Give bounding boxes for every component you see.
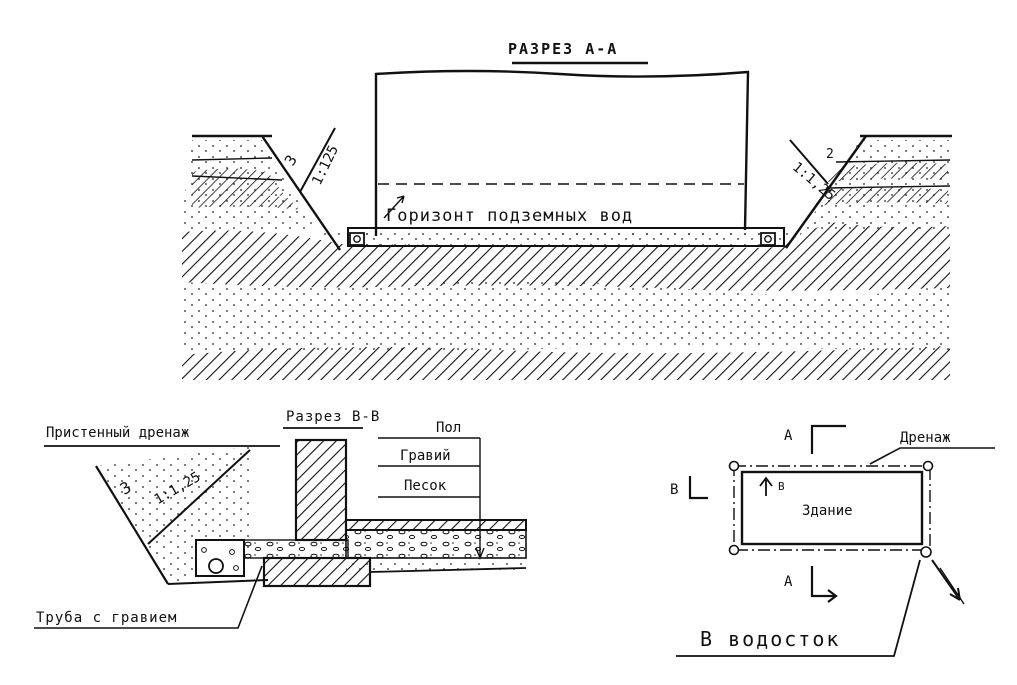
pipe-label: Труба с гравием (36, 610, 177, 626)
site-plan: Дренаж Здание А А В В В водосток (670, 424, 995, 657)
manhole-sw (728, 544, 740, 556)
groundwater-label: Горизонт подземных вод (386, 206, 633, 226)
foundation-bed (347, 227, 785, 247)
section-bb: Разрез В-В Пристенный дренаж 3 1:1,25 По… (34, 409, 527, 629)
ground-line-left-2 (191, 157, 273, 161)
ground-line-left-3 (191, 175, 283, 181)
section-a-top-label: А (784, 428, 793, 444)
manhole-ne (922, 460, 934, 472)
plan-building-label: Здание (802, 503, 853, 519)
section-bb-title: Разрез В-В (286, 409, 380, 425)
outlet-arrow (931, 559, 961, 601)
layer-floor-label: Пол (436, 420, 461, 436)
plan-building (740, 470, 924, 546)
clay-lens-left (192, 168, 285, 196)
layer-sand-label: Песок (404, 478, 447, 494)
wall-drain-slope-outer (95, 465, 169, 585)
clay-lens-right (828, 162, 948, 182)
floor-slab (345, 519, 527, 531)
floor-sand (346, 558, 526, 570)
drainage-ring (733, 465, 931, 551)
trench-slope-right (785, 135, 867, 249)
wall-drain-slope-inner (147, 449, 251, 545)
trench-slope-right-inner (789, 139, 829, 185)
gravel-pipe (208, 558, 224, 574)
section-b-left-marker (688, 476, 708, 500)
groundwater-pointer (383, 195, 405, 219)
ground-line-right-3 (825, 185, 951, 189)
pipe-label-leader (34, 565, 263, 629)
section-b-left-label: В (670, 482, 678, 498)
manhole-se (920, 546, 932, 558)
clay-layer-bottom (182, 346, 950, 380)
drainage-label: Дренаж (900, 430, 951, 446)
section-aa-title: РАЗРЕЗ А-А (508, 40, 618, 58)
slope-marker-right: 2 (826, 147, 834, 162)
basement-wall (294, 438, 348, 542)
gravel-dot-2 (229, 549, 235, 555)
section-a-bottom-marker (810, 566, 838, 603)
gravel-dot-3 (233, 565, 239, 571)
layer-gravel-label: Гравий (400, 448, 451, 464)
section-b-inner-label: В (778, 480, 785, 493)
clay-lens-right-2 (815, 187, 948, 206)
drain-pipe-right (760, 232, 776, 246)
floor-gravel (345, 529, 527, 559)
outlet-leader (676, 559, 921, 657)
sand-layer-middle (182, 280, 950, 354)
outlet-arrow-2 (939, 567, 965, 605)
section-b-inner-marker (759, 476, 773, 496)
manhole-nw (728, 460, 740, 472)
drain-pipe-left (349, 232, 365, 246)
section-a-bottom-label: А (784, 574, 793, 590)
drain-pipe-right-core (764, 235, 772, 243)
wall-drain-label: Пристенный дренаж (46, 425, 190, 441)
layer-leader-arrow (475, 547, 485, 560)
gravel-band (243, 539, 349, 559)
section-aa: РАЗРЕЗ А-А Горизонт подземных вод (180, 40, 952, 380)
ground-line-right-2 (835, 159, 951, 163)
building-outline (374, 69, 750, 236)
trench-slope-left-inner (299, 127, 336, 193)
drainage-leader (869, 447, 995, 465)
outlet-label: В водосток (700, 627, 840, 651)
clay-layer-main (182, 222, 950, 291)
trench-slope-left (261, 135, 341, 251)
floor-sand-bottom (369, 567, 527, 573)
wall-drain-bottom (167, 579, 269, 585)
clay-lens-left-2 (192, 193, 300, 210)
section-a-top-marker (810, 424, 846, 454)
gravel-dot-1 (201, 547, 207, 553)
drain-pipe-left-core (353, 235, 361, 243)
